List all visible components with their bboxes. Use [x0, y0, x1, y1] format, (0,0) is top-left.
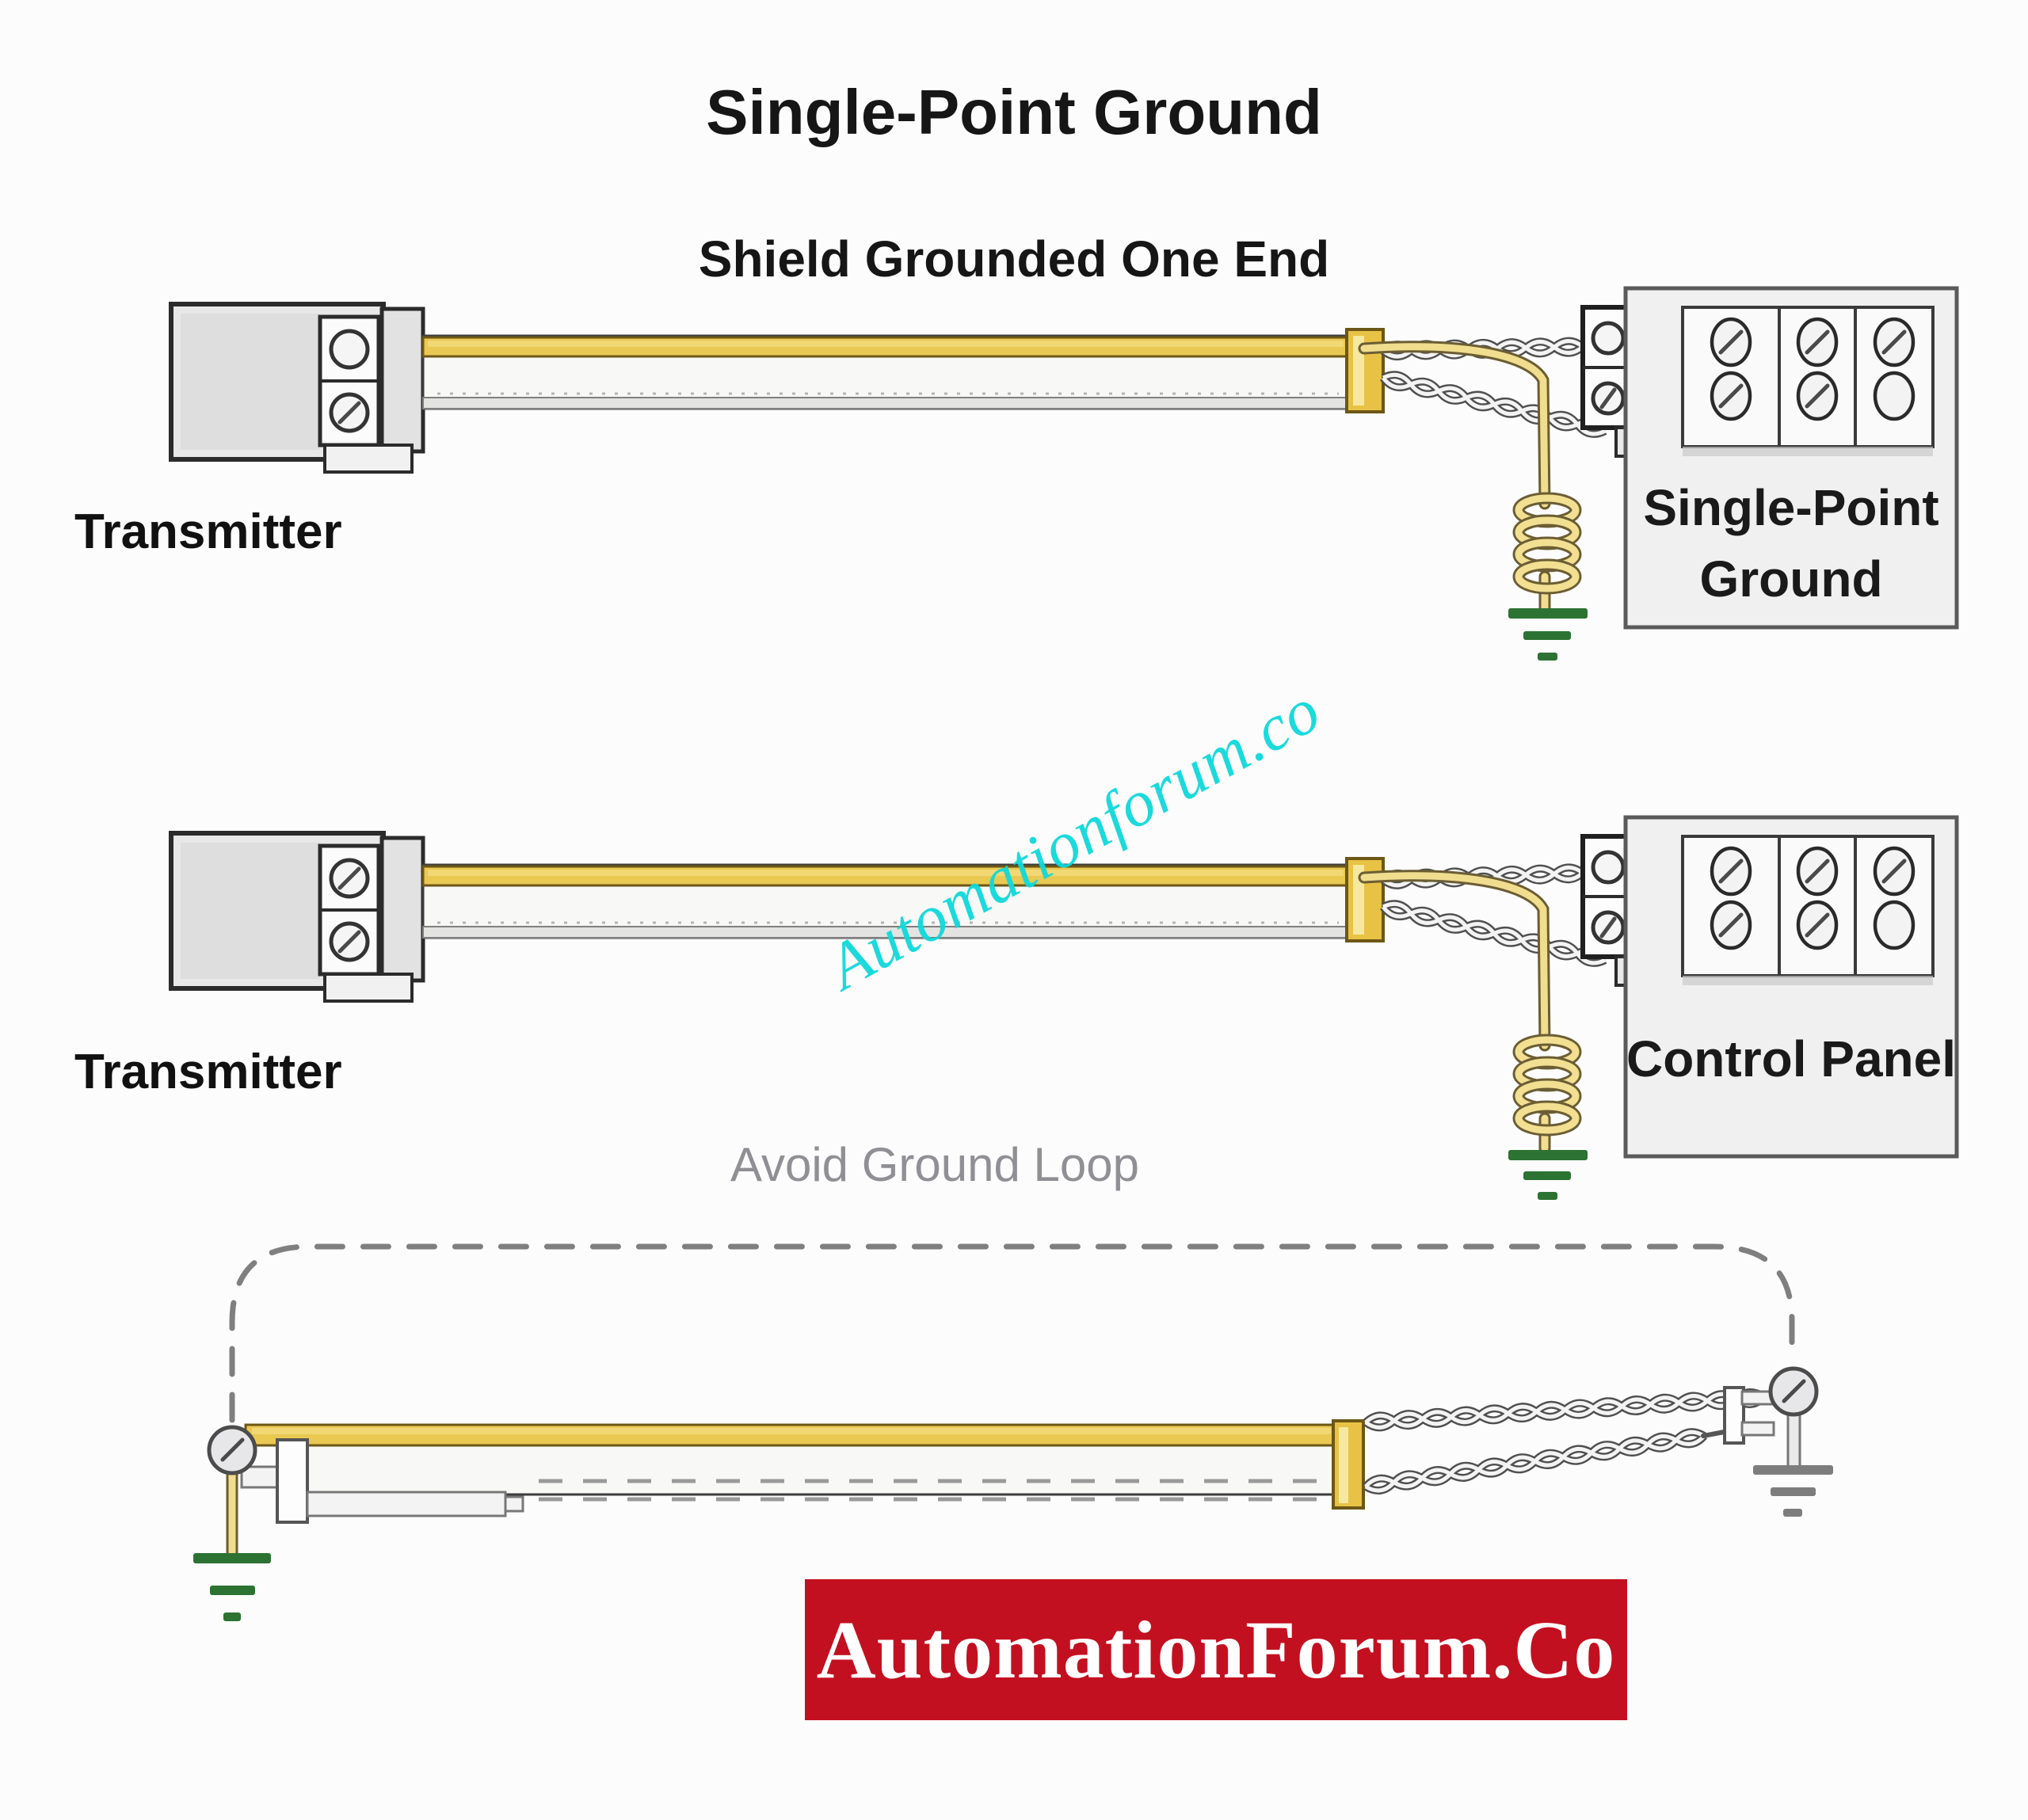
panel-control [1623, 815, 1959, 1159]
screw-head-icon [329, 858, 370, 899]
ground-loop-path [229, 1243, 1795, 1423]
drain-wire-1 [1358, 341, 1588, 661]
transmitter-1 [169, 302, 425, 474]
screw-head-icon [329, 329, 370, 370]
single-point-ground-label: Single-Point Ground [1643, 479, 1939, 607]
gauge-screw-icon [207, 1425, 257, 1475]
earth-ground-icon [1508, 608, 1588, 661]
diagram1-caption: Shield Grounded One End [698, 230, 1330, 287]
drain-wire-2 [1358, 870, 1588, 1200]
transmitter-label-1: Transmitter [74, 504, 342, 559]
shielded-cable-3 [240, 1419, 1365, 1524]
transmitter-2 [169, 831, 425, 1003]
diagram-single-point [169, 286, 1959, 661]
earth-ground-icon [193, 1553, 271, 1621]
twisted-pair-lower-1 [1382, 372, 1607, 437]
diagram-control-panel [169, 815, 1959, 1200]
grounded-end-right [1723, 1366, 1833, 1517]
avoid-ground-loop-caption: Avoid Ground Loop [730, 1138, 1139, 1191]
coiled-drain-wire-icon [1512, 492, 1582, 595]
panel-single-point-ground [1623, 286, 1959, 630]
control-panel-label: Control Panel [1626, 1030, 1957, 1087]
diagram-ground-loop [193, 1243, 1833, 1621]
grounded-end-left [193, 1425, 271, 1621]
oval-screw-icon [1710, 846, 1916, 950]
twisted-pair-lower-2 [1382, 901, 1607, 966]
twisted-pair-upper-3 [1366, 1392, 1765, 1429]
transmitter-label-2: Transmitter [74, 1045, 342, 1099]
gauge-screw-icon [1768, 1366, 1819, 1417]
screw-head-icon [329, 921, 370, 962]
screw-head-icon [329, 392, 370, 433]
earth-ground-icon [1508, 1150, 1588, 1200]
site-banner: AutomationForum.Co [805, 1579, 1627, 1720]
shielded-cable-2 [421, 857, 1385, 942]
site-banner-text: AutomationForum.Co [816, 1604, 1616, 1696]
coiled-drain-wire-icon [1512, 1034, 1582, 1137]
oval-screw-icon [1710, 317, 1916, 421]
page-title: Single-Point Ground [706, 77, 1322, 147]
earth-ground-icon [1753, 1465, 1833, 1517]
twisted-pair-lower-3 [1365, 1430, 1705, 1493]
shielded-cable-1 [421, 328, 1385, 413]
